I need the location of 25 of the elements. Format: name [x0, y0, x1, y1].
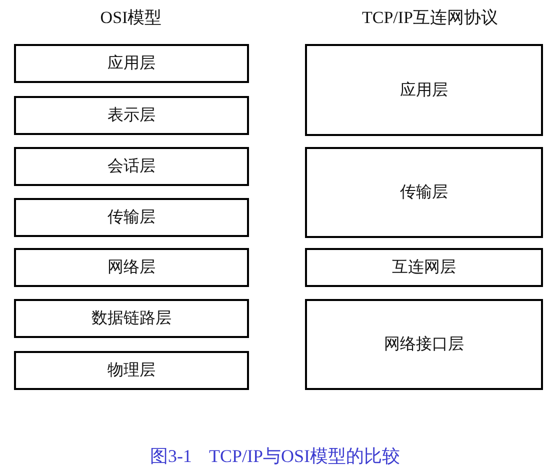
layer-box [305, 44, 543, 136]
layer-box [14, 147, 249, 186]
layer-box [14, 198, 249, 237]
layer-box [14, 44, 249, 83]
layer-box [14, 351, 249, 390]
layer-name: 应用层 [400, 80, 448, 100]
layer-name: 传输层 [108, 208, 156, 228]
layer-box [14, 248, 249, 287]
layer-box [305, 299, 543, 390]
layer-name: 表示层 [108, 106, 156, 126]
column-heading: OSI模型 [100, 7, 162, 29]
layer-box [14, 299, 249, 338]
figure-caption: 图3-1 TCP/IP与OSI模型的比较 [150, 445, 400, 468]
layer-name: 应用层 [108, 54, 156, 74]
layer-name: 互连网层 [392, 258, 456, 278]
layer-box [305, 248, 543, 287]
layer-name: 传输层 [400, 183, 448, 203]
layer-name: 数据链路层 [92, 309, 172, 329]
layer-name: 会话层 [108, 157, 156, 177]
layer-box [14, 96, 249, 135]
column-heading: TCP/IP互连网协议 [362, 7, 498, 29]
layer-box [305, 147, 543, 238]
layer-name: 网络接口层 [384, 334, 464, 355]
layer-name: 物理层 [108, 361, 156, 381]
layer-name: 网络层 [108, 258, 156, 278]
